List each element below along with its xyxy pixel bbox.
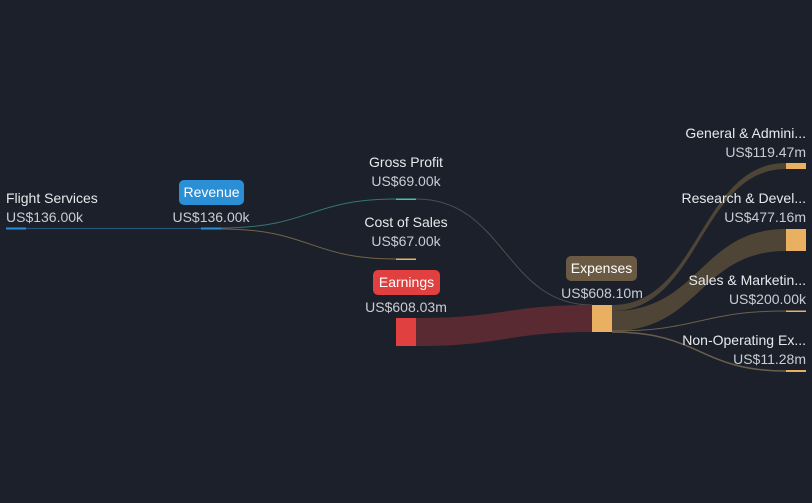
sales-marketing-value: US$200.00k — [729, 291, 807, 307]
non-operating-label: Non-Operating Ex... — [682, 332, 806, 348]
link-gross-profit-to-expenses — [415, 198, 593, 306]
node-earnings[interactable] — [396, 318, 416, 346]
flight-services-label: Flight Services — [6, 190, 98, 206]
link-revenue-to-gross-profit — [220, 198, 397, 229]
sales-marketing-label: Sales & Marketin... — [689, 272, 807, 288]
node-cost-of-sales[interactable] — [396, 258, 416, 261]
expenses-pill — [566, 256, 637, 281]
node-non-operating[interactable] — [786, 370, 806, 372]
node-gross-profit[interactable] — [396, 198, 416, 201]
gross-profit-label: Gross Profit — [369, 154, 443, 170]
research-dev-label: Research & Devel... — [682, 190, 807, 206]
link-expenses-to-non-operating — [611, 331, 787, 372]
node-general-admin[interactable] — [786, 163, 806, 169]
cost-of-sales-label: Cost of Sales — [364, 214, 447, 230]
earnings-value: US$608.03m — [365, 299, 447, 315]
link-expenses-to-research-dev — [612, 229, 786, 331]
node-revenue[interactable] — [201, 227, 221, 230]
node-sales-marketing[interactable] — [786, 310, 806, 313]
link-expenses-to-sales-marketing — [611, 310, 787, 332]
link-revenue-to-cost-of-sales — [220, 228, 397, 260]
expenses-label: Expenses — [571, 260, 632, 276]
non-operating-value: US$11.28m — [733, 351, 806, 367]
revenue-pill — [179, 180, 244, 205]
link-expenses-to-general-admin — [612, 163, 786, 311]
earnings-pill — [373, 270, 440, 295]
node-research-dev[interactable] — [786, 229, 806, 251]
links — [26, 163, 787, 372]
node-expenses[interactable] — [592, 305, 612, 332]
research-dev-value: US$477.16m — [724, 209, 806, 225]
general-admin-label: General & Admini... — [685, 125, 806, 141]
gross-profit-value: US$69.00k — [371, 173, 441, 189]
flight-services-value: US$136.00k — [6, 209, 84, 225]
revenue-value: US$136.00k — [172, 209, 250, 225]
cost-of-sales-value: US$67.00k — [371, 233, 441, 249]
general-admin-value: US$119.47m — [725, 144, 806, 160]
earnings-label: Earnings — [379, 274, 434, 290]
link-earnings-to-expenses — [416, 305, 592, 346]
node-flight-services[interactable] — [6, 227, 26, 230]
revenue-label: Revenue — [183, 184, 239, 200]
expenses-value: US$608.10m — [561, 285, 643, 301]
